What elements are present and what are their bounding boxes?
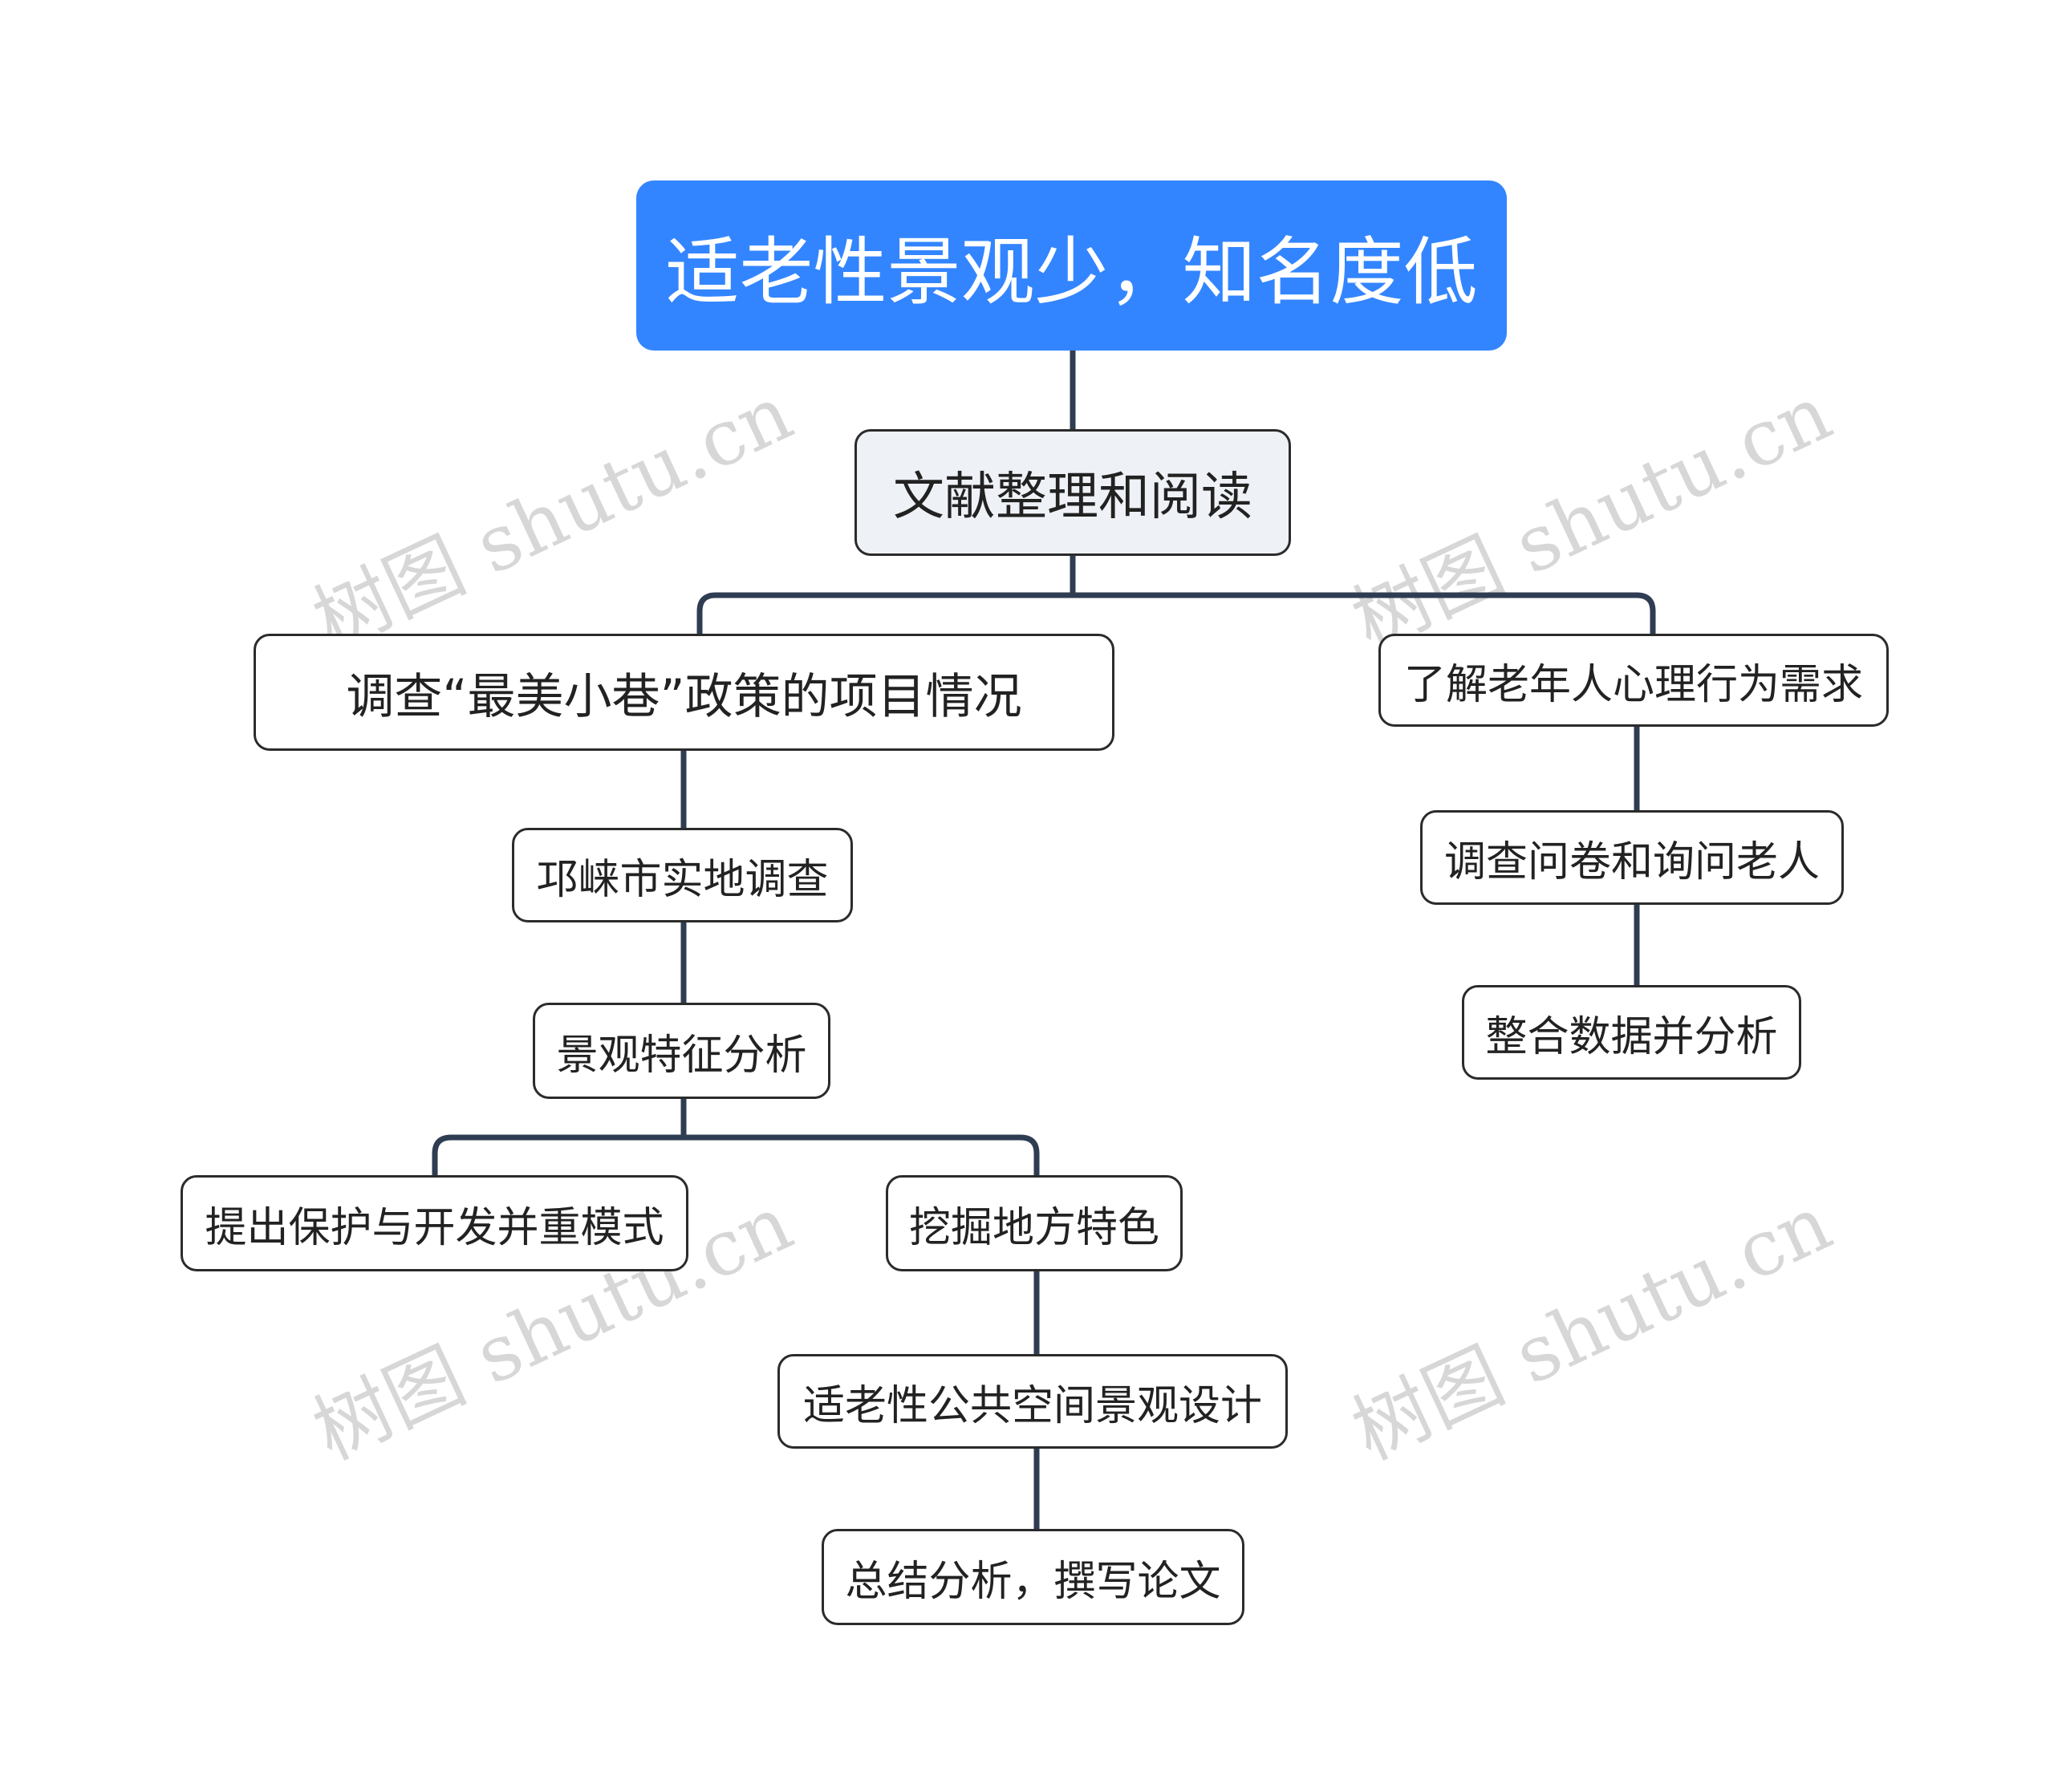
- topic-node[interactable]: 文献整理和阅读: [854, 429, 1291, 556]
- child-b-step1-label: 适老性公共空间景观设计: [802, 1381, 1262, 1430]
- left-child-b-label: 挖掘地方特色: [908, 1203, 1159, 1252]
- child-b-step2-node[interactable]: 总结分析，撰写论文: [822, 1529, 1244, 1625]
- right-step2-node[interactable]: 整合数据并分析: [1462, 985, 1801, 1080]
- right-step2-label: 整合数据并分析: [1485, 1012, 1778, 1061]
- left-branch-label: 调查“最美小巷”政策的项目情况: [346, 668, 1022, 725]
- left-step1-node[interactable]: 邛崃市实地调查: [512, 828, 853, 922]
- topic-label: 文献整理和阅读: [893, 468, 1252, 527]
- left-step1-label: 邛崃市实地调查: [536, 855, 829, 904]
- left-step2-label: 景观特征分析: [556, 1031, 807, 1080]
- child-b-step1-node[interactable]: 适老性公共空间景观设计: [777, 1354, 1288, 1449]
- child-b-step2-label: 总结分析，撰写论文: [845, 1557, 1221, 1606]
- link-topic-branches: [696, 553, 1656, 637]
- right-step1-node[interactable]: 调查问卷和询问老人: [1420, 810, 1844, 905]
- root-node[interactable]: 适老性景观少，知名度低: [636, 180, 1507, 351]
- right-branch-label: 了解老年人心理行为需求: [1403, 660, 1863, 709]
- left-branch-node[interactable]: 调查“最美小巷”政策的项目情况: [254, 634, 1114, 751]
- root-label: 适老性景观少，知名度低: [665, 229, 1478, 315]
- left-child-a-node[interactable]: 提出保护与开发并重模式: [181, 1175, 688, 1271]
- left-child-a-label: 提出保护与开发并重模式: [205, 1203, 664, 1252]
- left-step2-node[interactable]: 景观特征分析: [533, 1003, 830, 1099]
- link-step2-children: [432, 1096, 1040, 1178]
- right-step1-label: 调查问卷和询问老人: [1443, 837, 1820, 886]
- right-branch-node[interactable]: 了解老年人心理行为需求: [1378, 634, 1889, 727]
- left-child-b-node[interactable]: 挖掘地方特色: [886, 1175, 1183, 1271]
